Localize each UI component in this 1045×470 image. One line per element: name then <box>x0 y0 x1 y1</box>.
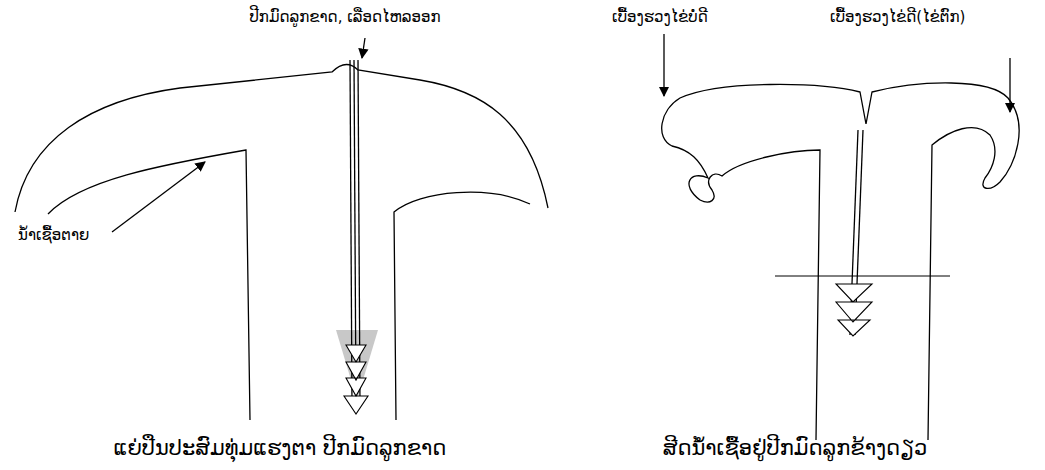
leader-arrow <box>112 162 205 232</box>
left-uterus <box>15 64 548 420</box>
figure-caption: ສີດນ້ຳເຊື້ອຢູ່ປີກມົດລູກຂ້າງດຽວ <box>663 436 928 461</box>
left-instrument <box>336 60 378 414</box>
uterus-outline <box>662 83 1019 440</box>
leader-arrow <box>362 38 365 58</box>
uterus-inner-left <box>700 150 820 440</box>
uterus-inner-right <box>394 192 530 420</box>
depth-mark <box>775 276 950 277</box>
instrument-tip <box>836 284 872 336</box>
leader-arrow <box>663 34 664 96</box>
callout-label: ເບື້ອງຮວງໄຂ່ດີ(ໄຂ່ຕົກ) <box>830 8 965 26</box>
callout-label: ປີກມົດລູກຂາດ, ເລືອດໄຫລອອກ <box>249 8 440 26</box>
callout-label: ນ້ຳເຊື້ອຕາຍ <box>18 226 89 244</box>
right-instrument <box>775 130 950 336</box>
uterus-outer <box>15 64 548 212</box>
right-uterus <box>662 83 1019 440</box>
instrument-tip <box>344 345 368 414</box>
callout-label: ເບື້ອງຮວງໄຂ່ບໍ່ດີ <box>612 8 708 26</box>
leader-arrow <box>1009 58 1010 112</box>
figure-caption: ແຍ່ປືນປະສົມທຸ່ມແຮງຕາ ປີກມົດລູກຂາດ <box>114 436 447 461</box>
uterus-inner-left <box>48 150 250 420</box>
